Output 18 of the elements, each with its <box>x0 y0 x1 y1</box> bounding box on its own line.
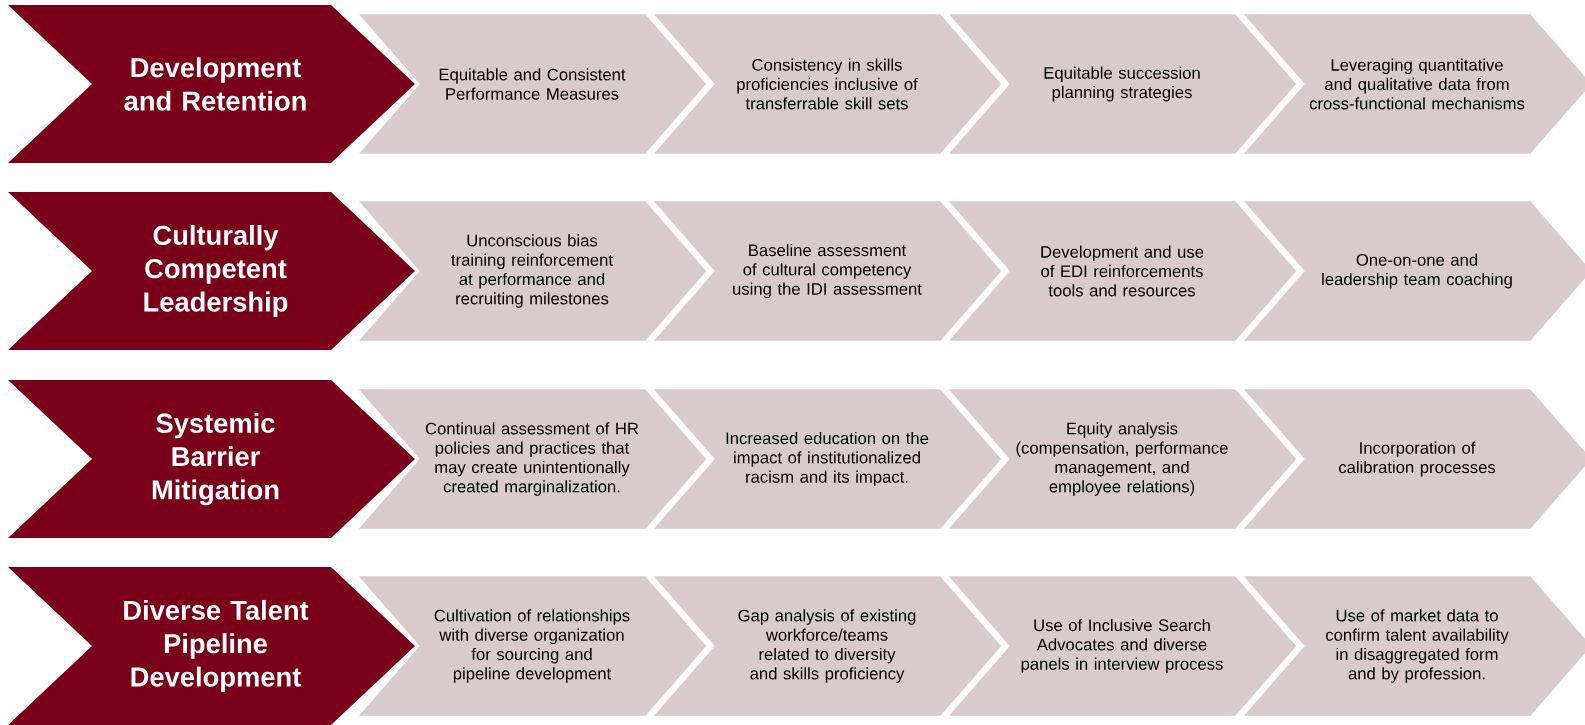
chevron-heading: Culturally Competent Leadership <box>8 192 415 350</box>
chevron-step: Cultivation of relationships with diverse organization for sourcing and pipeline development <box>353 573 710 719</box>
node-label: Cultivation of relationships with diverse organization for sourcing and pipeline development <box>434 609 630 683</box>
node-label: Leveraging quantitative and qualitative data from cross-functional mechanisms <box>1309 58 1525 110</box>
chevron-heading: Diverse Talent Pipeline Development <box>8 567 415 725</box>
chevron-step: Use of Inclusive Search Advocates and diverse panels in interview process <box>943 573 1300 719</box>
chevron-step: Use of market data to confirm talent availability in disaggregated form and by profession. <box>1238 573 1585 719</box>
node-label: Use of Inclusive Search Advocates and diverse panels in interview process <box>1021 618 1223 674</box>
chevron-step: Incorporation of calibration processes <box>1238 386 1585 532</box>
chevron-heading: Systemic Barrier Mitigation <box>8 380 415 538</box>
chevron-step: One-on-one and leadership team coaching <box>1238 198 1585 344</box>
chevron-step: Gap analysis of existing workforce/teams related to diversity and skills proficiency <box>648 573 1005 719</box>
node-label: One-on-one and leadership team coaching <box>1322 253 1512 289</box>
chevron-step: Leveraging quantitative and qualitative data from cross-functional mechanisms <box>1238 11 1585 157</box>
node-label: Use of market data to confirm talent availability in disaggregated form and by profession. <box>1326 609 1509 683</box>
node-label: Gap analysis of existing workforce/teams related to diversity and skills proficiency <box>738 609 916 683</box>
node-label: Incorporation of calibration processes <box>1338 441 1496 477</box>
chevron-heading: Development and Retention <box>8 5 415 163</box>
